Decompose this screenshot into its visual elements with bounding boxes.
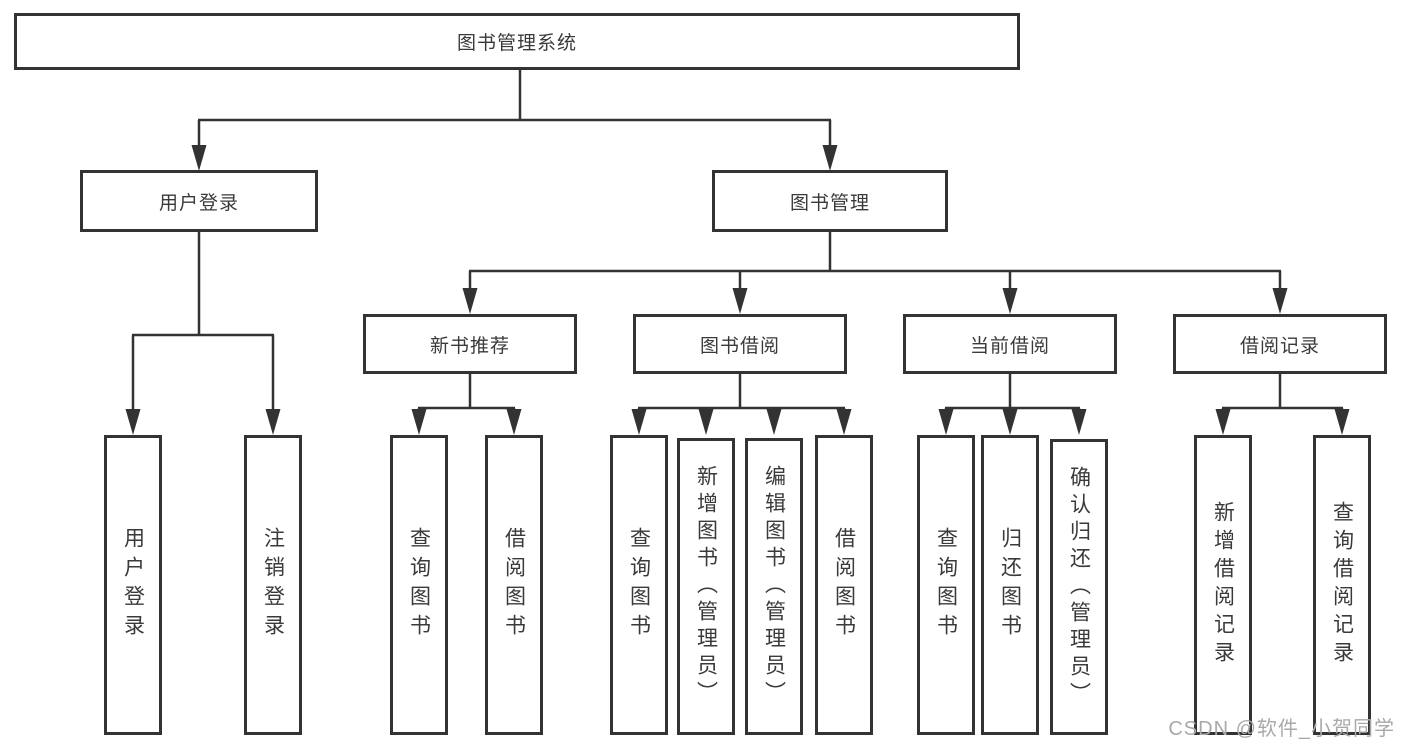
leaf-current-confirm-return-admin: 确认归还（管理员）	[1050, 439, 1108, 735]
leaf-borrow-borrow-book: 借阅图书	[815, 435, 873, 735]
leaf-recommend-borrow-book: 借阅图书	[485, 435, 543, 735]
node-borrow-records: 借阅记录	[1173, 314, 1387, 374]
leaf-records-add-record: 新增借阅记录	[1194, 435, 1252, 735]
node-current-borrow: 当前借阅	[903, 314, 1117, 374]
leaf-user-login: 用户登录	[104, 435, 162, 735]
node-user-login: 用户登录	[80, 170, 318, 232]
node-book-management: 图书管理	[712, 170, 948, 232]
node-library-management-system: 图书管理系统	[14, 13, 1020, 70]
leaf-borrow-edit-book-admin: 编辑图书（管理员）	[745, 438, 803, 735]
leaf-borrow-add-book-admin: 新增图书（管理员）	[677, 438, 735, 735]
leaf-current-query-book: 查询图书	[917, 435, 975, 735]
leaf-recommend-query-book: 查询图书	[390, 435, 448, 735]
leaf-current-return-book: 归还图书	[981, 435, 1039, 735]
node-book-borrow: 图书借阅	[633, 314, 847, 374]
csdn-watermark: CSDN @软件_小贺同学	[1168, 718, 1395, 740]
leaf-borrow-query-book: 查询图书	[610, 435, 668, 735]
leaf-records-query-record: 查询借阅记录	[1313, 435, 1371, 735]
node-new-book-recommend: 新书推荐	[363, 314, 577, 374]
leaf-logout: 注销登录	[244, 435, 302, 735]
